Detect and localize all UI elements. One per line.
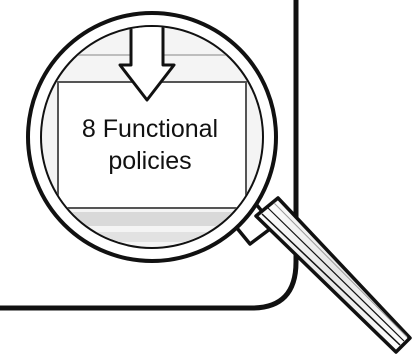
magnifier-handle xyxy=(230,196,412,354)
lens-content: 8 Functional policies xyxy=(42,27,262,247)
policy-card xyxy=(57,81,247,209)
card-label-line-1: 8 Functional xyxy=(82,115,218,143)
magnifying-glass-icon: 8 Functional policies xyxy=(26,11,278,263)
down-arrow-icon xyxy=(118,27,176,102)
card-label-line-2: policies xyxy=(108,147,191,175)
document-frame xyxy=(0,0,299,311)
